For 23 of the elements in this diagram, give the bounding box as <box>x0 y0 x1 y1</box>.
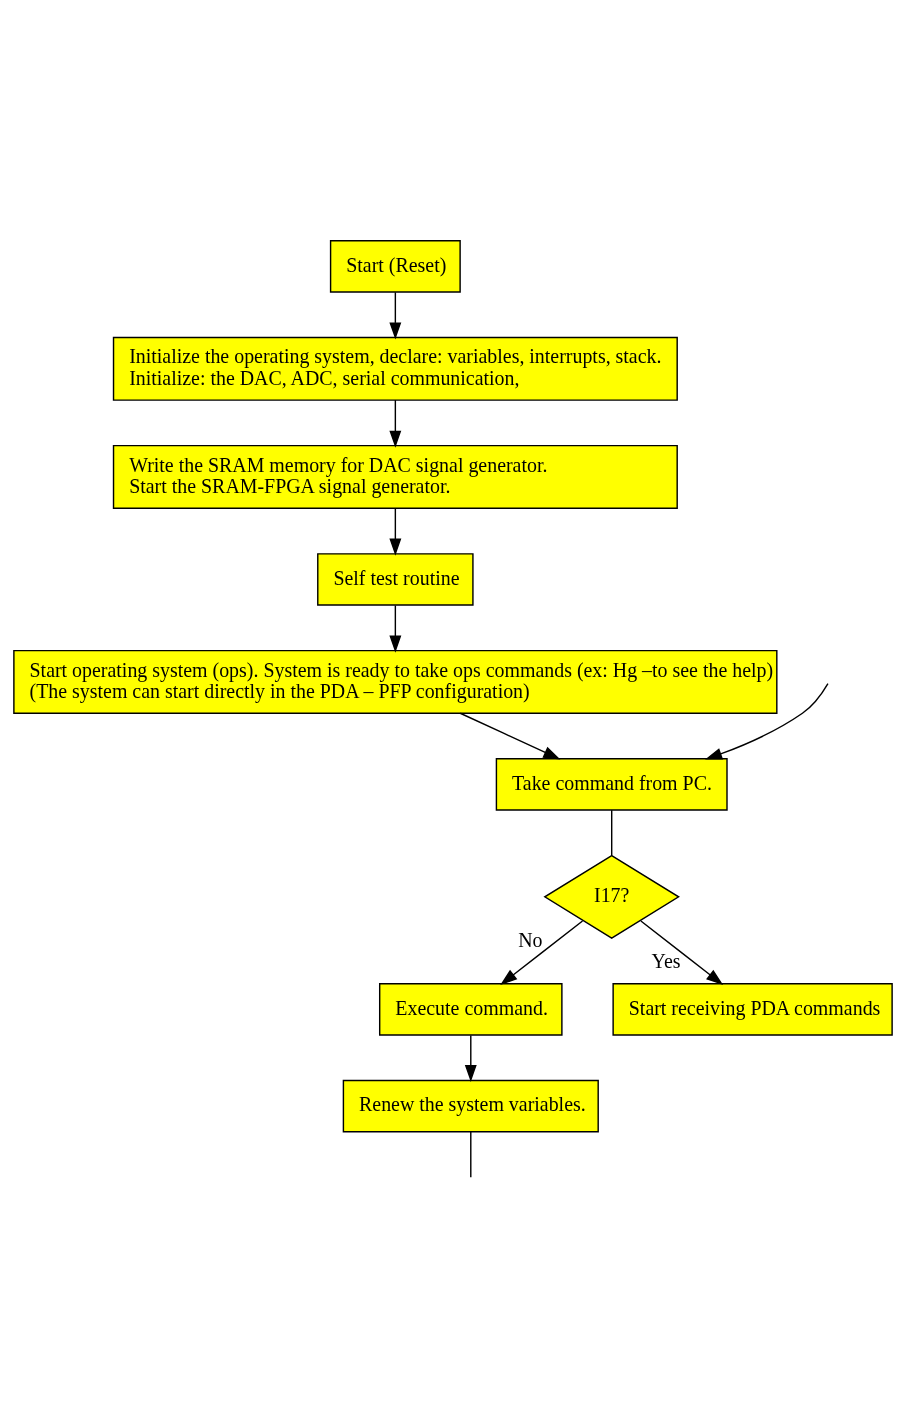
arrow <box>500 919 584 985</box>
arrow <box>640 919 724 985</box>
node-box: Renew the system variables. <box>342 1079 599 1132</box>
node-box: Self test routine <box>317 552 474 606</box>
edge-label: Yes <box>651 949 681 972</box>
node-box: Start receiving PDA commands <box>612 982 893 1036</box>
connector <box>470 1130 472 1178</box>
arrow <box>389 291 402 339</box>
node-box: Start operating system (ops). System is ready to take ops commands (ex: Hg –to see the help) (The system can start directly in the PDA – PFP configuration) <box>13 649 778 714</box>
node-diamond: I17? <box>543 854 680 939</box>
node-box: Execute command. <box>379 982 563 1036</box>
node-box: Initialize the operating system, declare: variables, interrupts, stack. Initialize: the DAC, ADC, serial communication, <box>112 336 678 401</box>
node-box: Start (Reset) <box>329 239 461 293</box>
edge-label: No <box>518 928 543 951</box>
connector <box>611 808 613 856</box>
node-box: Take command from PC. <box>495 757 728 811</box>
node-box: Write the SRAM memory for DAC signal generator. Start the SRAM-FPGA signal generator. <box>112 444 678 509</box>
arrow <box>705 682 829 759</box>
arrow <box>389 507 402 556</box>
arrow <box>459 712 561 759</box>
arrow <box>464 1034 477 1082</box>
arrow <box>389 604 402 653</box>
arrow <box>389 398 402 448</box>
